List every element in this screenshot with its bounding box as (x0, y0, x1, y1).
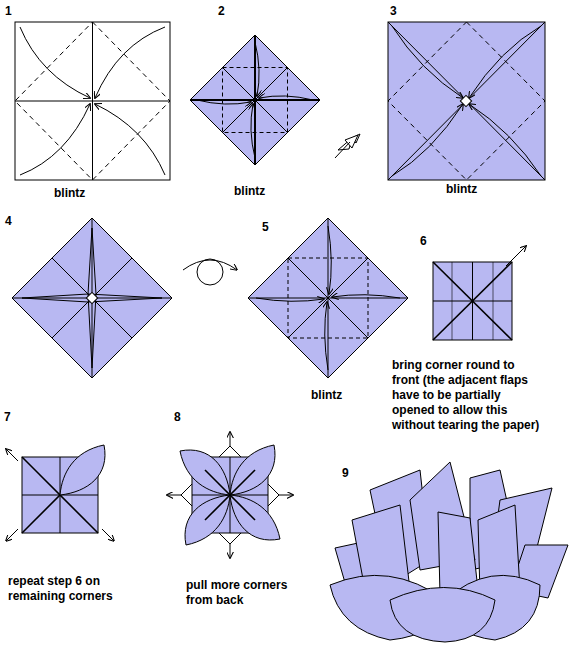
step-number: 3 (390, 4, 397, 19)
step-number: 7 (4, 410, 11, 425)
instruction-note: repeat step 6 on remaining corners (8, 574, 158, 604)
instruction-note: bring corner round to front (the adjacen… (392, 358, 542, 433)
step-number: 8 (174, 410, 181, 425)
step-number: 4 (5, 214, 12, 229)
instruction-note: pull more corners from back (186, 578, 311, 608)
step-number: 6 (420, 234, 427, 249)
step-caption: blintz (311, 388, 342, 403)
step-caption: blintz (234, 184, 265, 199)
step-number: 5 (262, 220, 269, 235)
step-number: 2 (218, 4, 225, 19)
step-caption: blintz (54, 186, 85, 201)
step-caption: blintz (446, 182, 477, 197)
step-number: 9 (342, 466, 349, 481)
step-number: 1 (5, 4, 12, 19)
